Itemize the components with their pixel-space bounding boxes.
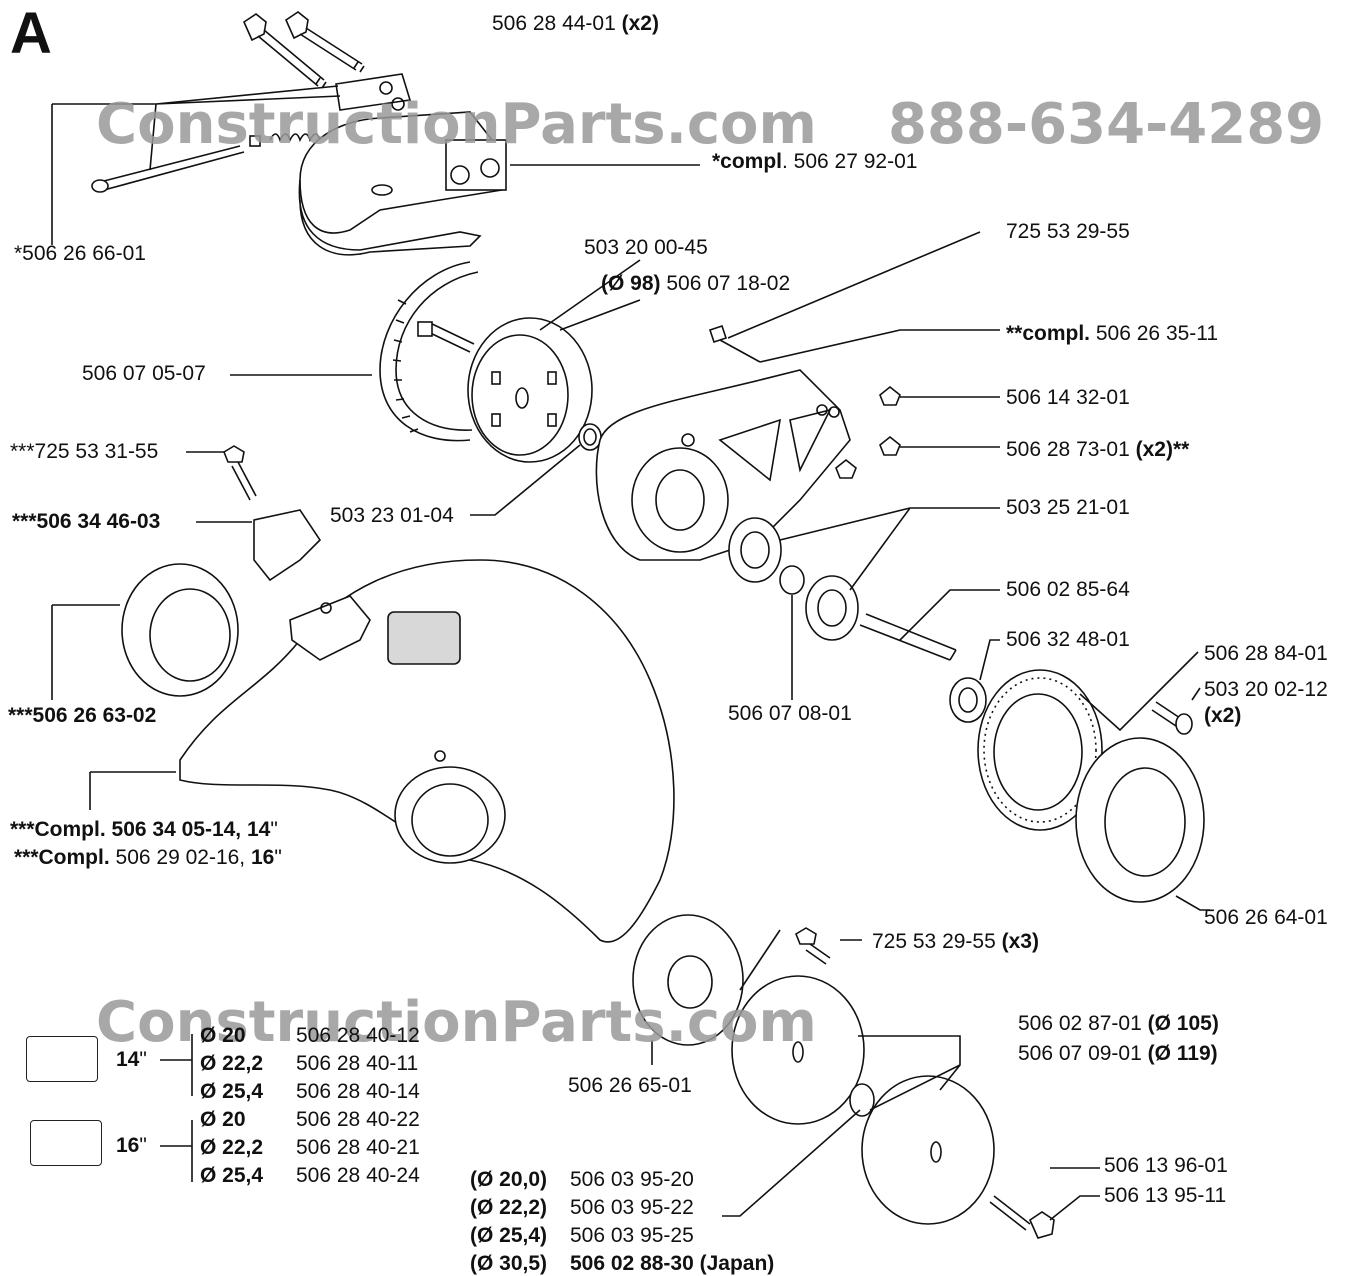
label-washer-ring: 503 23 01-04: [330, 504, 454, 527]
blade-box-14: [26, 1036, 98, 1082]
bearings: [728, 517, 859, 641]
blade-box-16: [30, 1120, 102, 1166]
flange: [632, 914, 744, 1046]
label-guard-compl-14: ***Compl. 506 34 05-14, 14": [10, 818, 278, 841]
long-screw: [99, 145, 245, 191]
watermark-site-top: ConstructionParts.com: [96, 92, 817, 157]
label-nut-arm2: 506 28 73-01 (x2)**: [1006, 438, 1190, 461]
pressure-discs: [731, 975, 995, 1225]
label-ring-guard: ***506 26 63-02: [8, 704, 157, 727]
guard-ring: [121, 563, 239, 697]
spring: [269, 133, 321, 143]
section-letter: A: [10, 1, 52, 66]
label-bolt-pulley: 503 20 00-45: [584, 236, 708, 259]
label-bolt-top: 506 28 44-01 (x2): [492, 12, 659, 35]
label-nut-arm: 506 14 32-01: [1006, 386, 1130, 409]
label-screw-flange: 725 53 29-55 (x3): [872, 930, 1039, 953]
blade-size-14: 14": [116, 1048, 147, 1071]
bushing-row: (Ø 25,4)506 03 95-25: [470, 1224, 694, 1247]
label-bearing: 503 25 21-01: [1006, 496, 1130, 519]
label-belt: 506 07 05-07: [82, 362, 206, 385]
label-disc-a: 506 02 87-01 (Ø 105): [1018, 1012, 1219, 1035]
label-screw-left: *506 26 66-01: [14, 242, 146, 265]
guard-clamp: [253, 509, 322, 582]
label-spacer: 506 32 48-01: [1006, 628, 1130, 651]
label-flange: 506 26 65-01: [568, 1074, 692, 1097]
label-screw-guard: ***725 53 31-55: [10, 440, 159, 463]
drive-belt: [379, 261, 479, 442]
label-sleeve: 506 07 08-01: [728, 702, 852, 725]
bushing-row: (Ø 30,5)506 02 88-30 (Japan): [470, 1252, 775, 1275]
label-ring-large: 506 28 84-01: [1204, 642, 1328, 665]
label-guard-compl-16: ***Compl. 506 29 02-16, 16": [14, 846, 282, 869]
toothed-ring: [977, 669, 1103, 831]
watermark-phone: 888-634-4289: [888, 92, 1325, 157]
top-bolts: [242, 11, 365, 89]
label-pulley: (Ø 98) 506 07 18-02: [601, 272, 791, 295]
watermark-site-bottom: ConstructionParts.com: [96, 990, 817, 1055]
label-clamp-guard: ***506 34 46-03: [12, 510, 161, 533]
label-screw-ring: 503 20 02-12: [1204, 678, 1328, 701]
bushing-row: (Ø 22,2)506 03 95-22: [470, 1196, 694, 1219]
label-shaft: 506 02 85-64: [1006, 578, 1130, 601]
pulley: [467, 317, 593, 463]
label-bolt-end2: 506 13 95-11: [1104, 1184, 1227, 1207]
label-bolt-end: 506 13 96-01: [1104, 1154, 1228, 1177]
bracket: [335, 73, 412, 111]
label-compl-cover: *compl. 506 27 92-01: [712, 150, 918, 173]
blade-guard: [179, 559, 675, 943]
label-screw-ring-qty: (x2): [1204, 704, 1242, 727]
outer-ring: [1075, 737, 1205, 903]
label-screw-arm: 725 53 29-55: [1006, 220, 1130, 243]
drive-arm: [595, 369, 851, 561]
label-ring-right: 506 26 64-01: [1204, 906, 1328, 929]
belt-cover: [298, 111, 507, 256]
blade-size-16: 16": [116, 1134, 147, 1157]
label-arm-compl: **compl. 506 26 35-11: [1006, 322, 1219, 345]
label-disc-b: 506 07 09-01 (Ø 119): [1018, 1042, 1218, 1065]
drive-shaft: [859, 613, 957, 661]
bushing-row: (Ø 20,0)506 03 95-20: [470, 1168, 694, 1191]
